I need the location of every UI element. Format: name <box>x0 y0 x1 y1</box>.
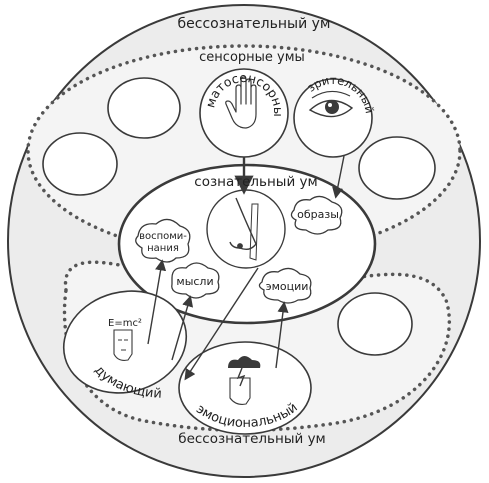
arrow-nose-to-thinking <box>184 267 259 381</box>
visual-circle <box>293 78 373 158</box>
formula-label: E=mc² <box>108 318 142 329</box>
memories-label-line2: нания <box>147 243 179 254</box>
eye-icon <box>308 90 354 118</box>
emotions-cloud <box>258 267 312 304</box>
memories-label-line1: воспоми- <box>139 231 187 242</box>
memories-cloud <box>135 218 191 263</box>
emotional-oval <box>178 341 312 435</box>
arrow-emotional-to-emotions <box>275 301 289 369</box>
blank-sense-oval-3 <box>358 136 436 200</box>
thoughts-cloud <box>171 262 220 299</box>
sensory-minds-label: сенсорные умы <box>199 50 305 65</box>
thinking-head-icon <box>113 329 133 361</box>
arrow-thinking-to-memories <box>147 259 167 345</box>
arrow-visual-to-images <box>332 155 345 199</box>
unconscious-mind-label-top: бессознательный ум <box>178 16 331 32</box>
nose-icon <box>229 197 259 261</box>
blank-lower-oval <box>337 292 413 356</box>
unconscious-mind-label-bottom: бессознательный ум <box>178 431 326 447</box>
emotions-label: эмоции <box>266 280 309 293</box>
thinking-oval <box>62 290 188 394</box>
blank-sense-oval-2 <box>42 132 118 196</box>
images-label: образы <box>297 208 339 221</box>
arrow-thinking-to-thoughts <box>171 295 194 361</box>
storm-cloud-icon <box>228 356 261 405</box>
images-cloud <box>290 195 343 235</box>
thoughts-label: мысли <box>176 275 213 288</box>
conscious-mind-label: сознательный ум <box>194 174 317 190</box>
blank-sense-oval-1 <box>107 77 181 139</box>
nose-circle <box>206 189 286 269</box>
hand-icon <box>225 76 257 129</box>
